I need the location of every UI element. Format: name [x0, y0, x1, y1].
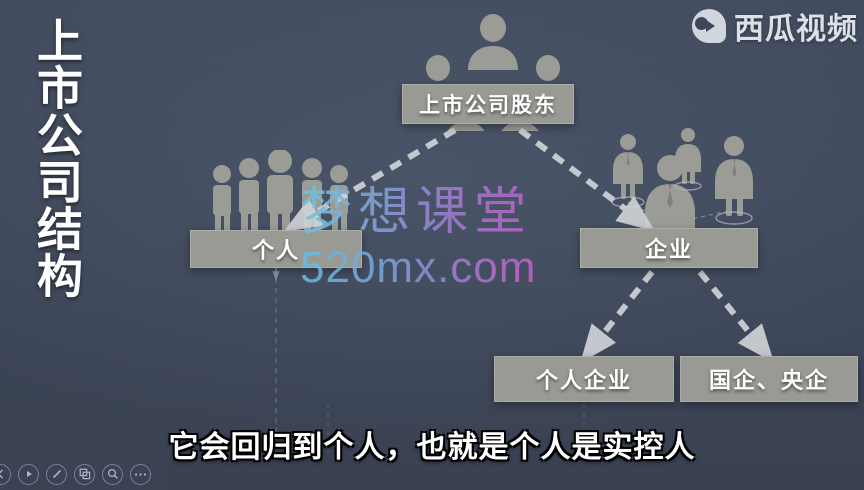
- node-individual-enterprise[interactable]: 个人企业: [494, 356, 674, 402]
- enterprise-people-illustration: [611, 128, 753, 236]
- search-icon[interactable]: [102, 463, 123, 485]
- player-toolbar: [0, 458, 164, 490]
- chevron-left-icon[interactable]: [0, 463, 11, 485]
- brand-logo: 西瓜视频: [692, 4, 858, 48]
- ellipsis-icon[interactable]: [130, 463, 151, 485]
- node-state-owned-enterprise[interactable]: 国企、央企: [680, 356, 858, 402]
- play-circle-icon: [692, 9, 726, 43]
- edge-shareholders-enterprise: [518, 127, 656, 232]
- pen-slash-icon[interactable]: [46, 463, 67, 485]
- edge-shareholders-individual: [283, 127, 457, 232]
- brand-name: 西瓜视频: [734, 13, 858, 46]
- node-listed-company-shareholders[interactable]: 上市公司股东: [402, 84, 574, 124]
- play-icon[interactable]: [18, 463, 39, 485]
- edge-enterprise-soe: [697, 270, 775, 363]
- subtitle-caption: 它会回归到个人，也就是个人是实控人: [168, 431, 696, 464]
- node-individual[interactable]: 个人: [190, 230, 362, 268]
- copy-layers-icon[interactable]: [74, 463, 95, 485]
- edge-enterprise-indivfirm: [580, 270, 655, 364]
- page-title: 上市公司结构: [31, 17, 83, 299]
- node-enterprise[interactable]: 企业: [580, 228, 758, 268]
